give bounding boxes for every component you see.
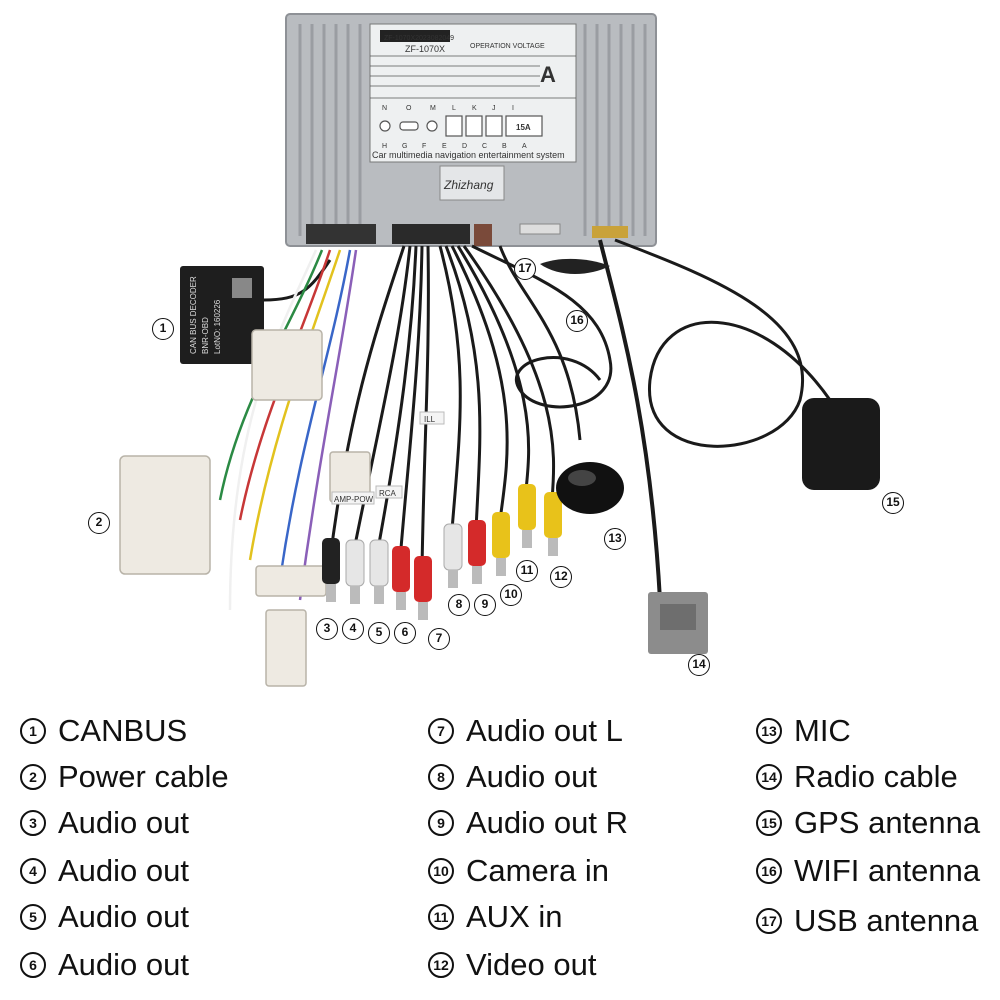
callout-16: 16 <box>566 310 588 332</box>
product-photo: A ZF-1070X ZF-1070X2023082049 OPERATION … <box>88 13 904 687</box>
unit-fuse-label: 15A <box>516 123 531 132</box>
svg-text:ILL: ILL <box>424 415 436 424</box>
svg-text:E: E <box>442 143 447 150</box>
port-letters-bottom: H G F E D C B A <box>382 143 527 150</box>
svg-text:M: M <box>430 105 436 112</box>
gps-antenna <box>802 398 880 490</box>
svg-text:N: N <box>382 105 387 112</box>
svg-text:L: L <box>452 105 456 112</box>
callout-2: 2 <box>88 512 110 534</box>
unit-model: ZF-1070X <box>405 44 445 54</box>
svg-text:K: K <box>472 105 477 112</box>
svg-text:C: C <box>482 143 487 150</box>
svg-text:D: D <box>462 143 467 150</box>
svg-text:CAN BUS DECODER: CAN BUS DECODER <box>189 276 198 354</box>
callout-1: 1 <box>152 318 174 340</box>
svg-text:LotNO: 160226: LotNO: 160226 <box>213 299 222 354</box>
unit-label-a: A <box>540 62 556 87</box>
callout-9: 9 <box>474 594 496 616</box>
callout-14: 14 <box>688 654 710 676</box>
cable-tags: AMP-POW RCA ILL <box>331 411 445 505</box>
svg-text:A: A <box>522 143 527 150</box>
svg-text:F: F <box>422 143 426 150</box>
usb-plug <box>540 258 610 274</box>
svg-text:RCA: RCA <box>379 489 397 498</box>
head-unit: A ZF-1070X ZF-1070X2023082049 OPERATION … <box>285 13 657 247</box>
svg-text:BNR-OBD: BNR-OBD <box>201 317 210 354</box>
unit-subtitle: Car multimedia navigation entertainment … <box>372 150 565 160</box>
power-connectors <box>119 329 371 687</box>
callout-15: 15 <box>882 492 904 514</box>
callout-5: 5 <box>368 622 390 644</box>
callout-13: 13 <box>604 528 626 550</box>
callout-12: 12 <box>550 566 572 588</box>
unit-brand: Zhizhang <box>443 178 494 192</box>
canbus-decoder: CAN BUS DECODER BNR-OBD LotNO: 160226 <box>180 266 264 364</box>
cable-bundle <box>263 238 832 601</box>
svg-text:G: G <box>402 143 407 150</box>
svg-text:B: B <box>502 143 507 150</box>
callout-3: 3 <box>316 618 338 640</box>
callout-10: 10 <box>500 584 522 606</box>
unit-serial: ZF-1070X2023082049 <box>384 35 454 42</box>
callout-6: 6 <box>394 622 416 644</box>
rca-connectors <box>322 484 562 620</box>
callout-8: 8 <box>448 594 470 616</box>
callout-4: 4 <box>342 618 364 640</box>
svg-text:H: H <box>382 143 387 150</box>
svg-text:O: O <box>406 105 412 112</box>
svg-text:J: J <box>492 105 496 112</box>
mic-puck <box>556 462 624 514</box>
callout-7: 7 <box>428 628 450 650</box>
unit-voltage-label: OPERATION VOLTAGE <box>470 43 545 50</box>
callout-17: 17 <box>514 258 536 280</box>
svg-text:I: I <box>512 105 514 112</box>
callout-11: 11 <box>516 560 538 582</box>
svg-text:AMP-POW: AMP-POW <box>334 495 374 504</box>
harness-illustration: A ZF-1070X ZF-1070X2023082049 OPERATION … <box>119 13 880 687</box>
port-letters-top: N O M L K J I <box>382 105 514 112</box>
